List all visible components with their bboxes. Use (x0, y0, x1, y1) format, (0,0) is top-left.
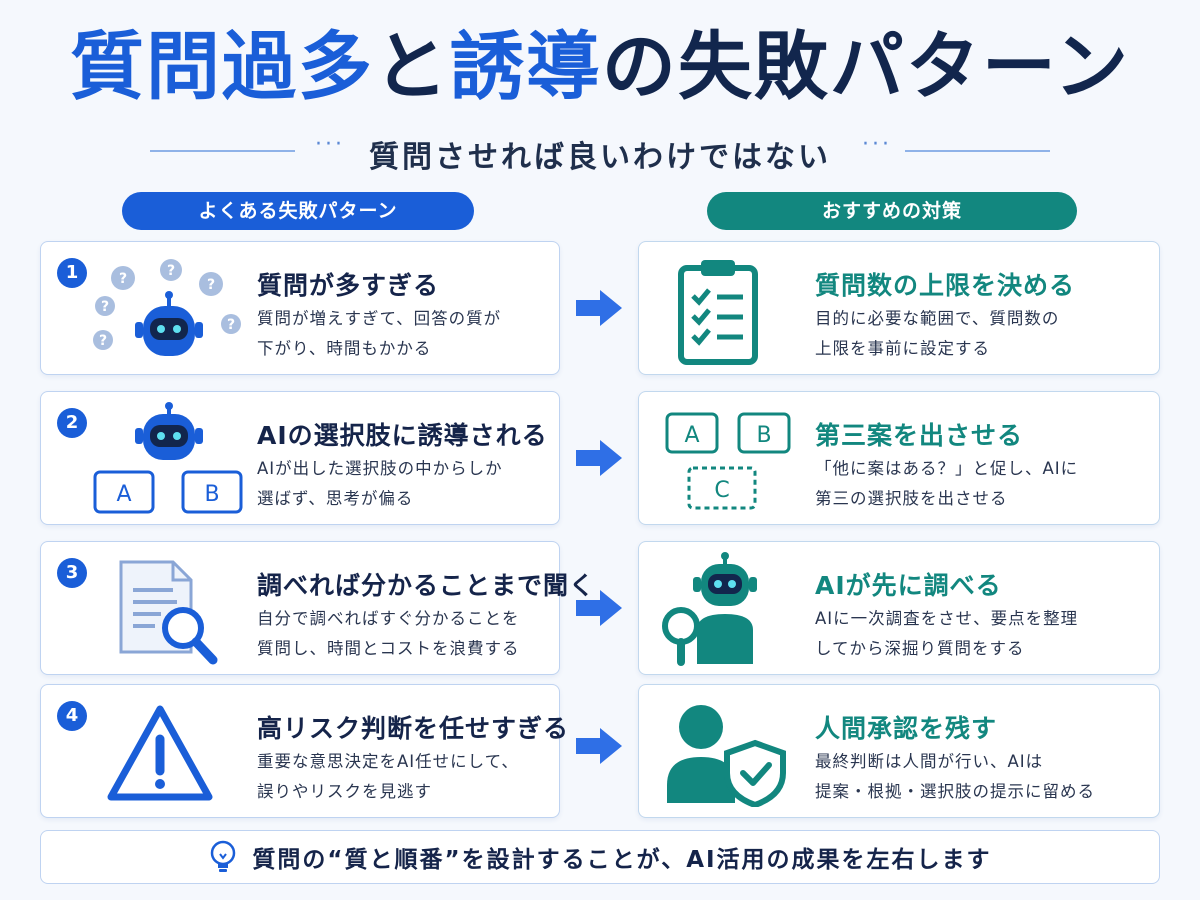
option-b-label: B (756, 423, 771, 448)
svg-text:?: ? (119, 271, 127, 287)
title-part-and: と (373, 24, 450, 110)
row-number-badge: 3 (57, 558, 87, 588)
remedy-description-line-1: AIに一次調査をさせ、要点を整理 (815, 609, 1079, 628)
remedy-description-line-1: 目的に必要な範囲で、質問数の (815, 309, 1060, 328)
row-number-badge: 2 (57, 408, 87, 438)
document-search-icon (119, 560, 218, 665)
remedy-title: 人間承認を残す (815, 714, 998, 743)
remedy-description-line-2: 提案・根拠・選択肢の提示に留める (815, 782, 1095, 801)
remedy-description-line-2: してから深掘り質問をする (815, 639, 1025, 658)
failure-title: 高リスク判断を任せすぎる (257, 714, 570, 743)
subtitle-row: ··· 質問させれば良いわけではない ··· (150, 128, 1050, 175)
option-a-label: A (684, 423, 699, 448)
remedy-description-line-2: 上限を事前に設定する (815, 339, 990, 358)
title-part-leading: 誘導 (449, 24, 602, 110)
subtitle-divider-left (150, 150, 295, 152)
svg-text:?: ? (167, 263, 175, 279)
lightbulb-icon (211, 840, 236, 872)
svg-text:?: ? (227, 317, 235, 333)
failure-description-line-1: 自分で調べればすぐ分かることを (257, 609, 520, 628)
footer-banner: 質問の“質と順番”を設計することが、AI活用の成果を左右します (40, 830, 1160, 884)
remedy-card-2: A B C 第三案を出させる 「他に案はある？」と促し、AIに 第三の選択肢を出… (638, 391, 1160, 525)
svg-text:?: ? (207, 277, 215, 293)
failure-card-3: 3 調べれば分かることまで聞く 自分で調べればすぐ分かることを 質問し、時間とコ… (40, 541, 594, 675)
remedy-description-line-1: 最終判断は人間が行い、AIは (815, 752, 1044, 771)
failure-description-line-1: AIが出した選択肢の中からしか (257, 459, 503, 478)
person-shield-icon (667, 705, 786, 807)
failure-description-line-2: 下がり、時間もかかる (257, 339, 432, 358)
remedy-title: 質問数の上限を決める (815, 271, 1076, 300)
option-a-label: A (116, 482, 131, 507)
failure-description: 自分で調べればすぐ分かることを 質問し、時間とコストを浪費する (257, 604, 520, 664)
three-options-icon: A B C (665, 412, 791, 510)
arrow-right-icon (576, 290, 622, 326)
footer-text: 質問の“質と順番”を設計することが、AI活用の成果を左右します (252, 847, 992, 873)
remedy-description: 「他に案はある？」と促し、AIに 第三の選択肢を出させる (815, 454, 1078, 514)
svg-text:?: ? (101, 299, 109, 315)
failure-title: AIの選択肢に誘導される (257, 421, 548, 450)
svg-text:?: ? (99, 333, 107, 349)
row-number-badge: 1 (57, 258, 87, 288)
robot-with-choices-icon: A B (93, 402, 243, 514)
remedy-description: 目的に必要な範囲で、質問数の 上限を事前に設定する (815, 304, 1059, 364)
column-label-failures: よくある失敗パターン (122, 192, 474, 230)
failure-title: 調べれば分かることまで聞く (257, 571, 596, 600)
subtitle-dots-left: ··· (315, 132, 345, 157)
remedy-card-4: 人間承認を残す 最終判断は人間が行い、AIは 提案・根拠・選択肢の提示に留める (638, 684, 1160, 818)
option-b-label: B (204, 482, 219, 507)
remedy-description-line-1: 「他に案はある？」と促し、AIに (815, 459, 1079, 478)
failure-description: AIが出した選択肢の中からしか 選ばず、思考が偏る (257, 454, 503, 514)
failure-description-line-2: 誤りやリスクを見逃す (257, 782, 432, 801)
footer-content: 質問の“質と順番”を設計することが、AI活用の成果を左右します (208, 840, 991, 874)
arrow-right-icon (576, 728, 622, 764)
failure-description-line-2: 質問し、時間とコストを浪費する (257, 639, 520, 658)
subtitle: 質問させれば良いわけではない (369, 140, 831, 175)
subtitle-divider-right (905, 150, 1050, 152)
row-number-badge: 4 (57, 701, 87, 731)
robot-with-question-marks-icon: ? ? ? ? ? ? (93, 259, 241, 356)
page-title: 質問過多と誘導の失敗パターン (0, 22, 1200, 112)
remedy-title: AIが先に調べる (815, 571, 1002, 600)
remedy-card-1: 質問数の上限を決める 目的に必要な範囲で、質問数の 上限を事前に設定する (638, 241, 1160, 375)
failure-card-2: 2 A B AIの選択肢に誘導される AIが出した選択肢の中からしか 選ばず、思… (40, 391, 560, 525)
failure-description: 質問が増えすぎて、回答の質が 下がり、時間もかかる (257, 304, 501, 364)
remedy-title: 第三案を出させる (815, 421, 1024, 450)
failure-card-4: 4 高リスク判断を任せすぎる 重要な意思決定をAI任せにして、 誤りやリスクを見… (40, 684, 568, 818)
column-label-remedies: おすすめの対策 (707, 192, 1077, 230)
remedy-description: 最終判断は人間が行い、AIは 提案・根拠・選択肢の提示に留める (815, 747, 1095, 807)
arrow-right-icon (576, 440, 622, 476)
failure-card-1: 1 ? ? ? ? ? ? 質問が多すぎる 質問が増えすぎて、回答の質が 下がり… (40, 241, 560, 375)
remedy-description: AIに一次調査をさせ、要点を整理 してから深掘り質問をする (815, 604, 1078, 664)
remedy-description-line-2: 第三の選択肢を出させる (815, 489, 1008, 508)
failure-description: 重要な意思決定をAI任せにして、 誤りやリスクを見逃す (257, 747, 519, 807)
warning-triangle-icon (107, 705, 213, 801)
title-part-overquestioning: 質問過多 (69, 24, 374, 110)
title-part-failure-patterns: の失敗パターン (601, 24, 1131, 110)
option-c-label: C (714, 478, 729, 503)
robot-magnifier-icon (662, 552, 757, 666)
arrow-right-icon (576, 590, 622, 626)
failure-description-line-1: 重要な意思決定をAI任せにして、 (257, 752, 519, 771)
failure-title: 質問が多すぎる (257, 271, 440, 300)
subtitle-dots-right: ··· (862, 132, 892, 157)
clipboard-checklist-icon (678, 260, 758, 365)
remedy-card-3: AIが先に調べる AIに一次調査をさせ、要点を整理 してから深掘り質問をする (638, 541, 1160, 675)
failure-description-line-2: 選ばず、思考が偏る (257, 489, 414, 508)
failure-description-line-1: 質問が増えすぎて、回答の質が (257, 309, 502, 328)
